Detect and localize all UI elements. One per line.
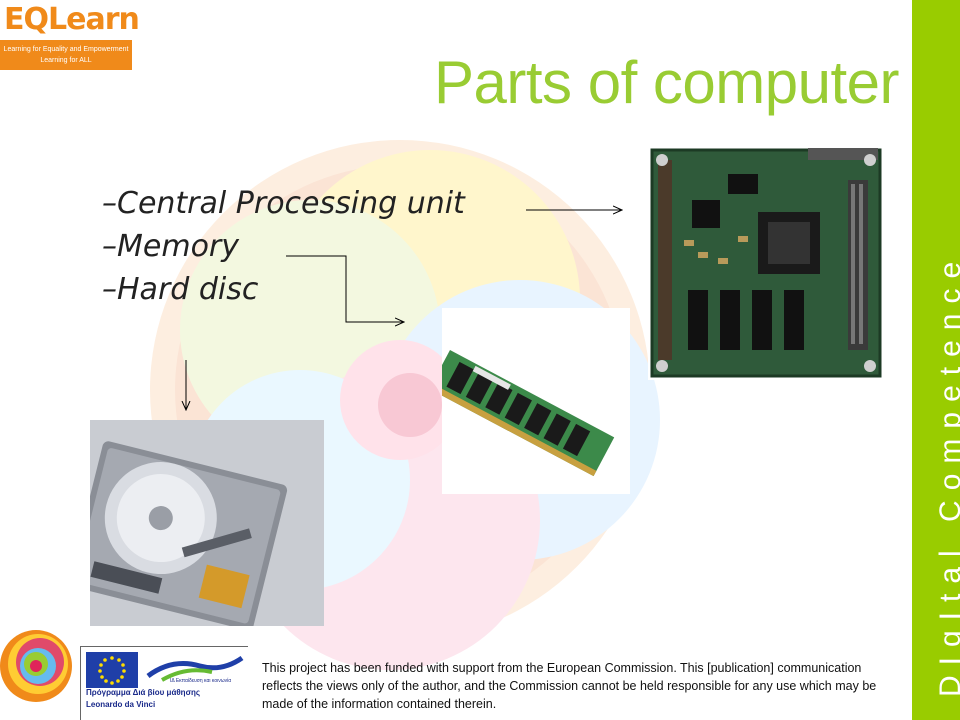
side-bar	[912, 0, 960, 720]
side-bar-label: DIgItal Competence	[934, 251, 960, 697]
footer-divider	[80, 646, 248, 647]
logo-tagline-line1: Learning for Equality and Empowerment	[3, 46, 129, 53]
leonardo-programme-logo-icon	[146, 655, 244, 682]
hard-disk-image	[90, 420, 324, 626]
footer-vertical-divider	[80, 646, 81, 720]
cpu-board-image	[648, 140, 884, 380]
eu-small-caption: ΙΔ Εκπαίδευση και κοινωνία	[170, 678, 232, 684]
eu-caption-line1: Πρόγραμμα Διά βίου μάθησης	[86, 688, 201, 697]
bullet-cpu: –Central Processing unit	[102, 186, 465, 221]
flower-logo	[0, 630, 72, 702]
funding-disclaimer: This project has been funded with suppor…	[262, 661, 877, 711]
memory-module-image	[442, 308, 630, 494]
eu-caption-line2: Leonardo da Vinci	[86, 700, 156, 709]
logo-tagline: Learning for Equality and Empowerment Le…	[0, 40, 132, 70]
logo-learn: Learn	[48, 2, 140, 37]
logo-eq: EQ	[4, 2, 49, 37]
bullet-hard-disc: –Hard disc	[102, 272, 259, 307]
slide-title: Parts of computer	[434, 49, 900, 116]
bullet-memory: –Memory	[102, 229, 240, 264]
eu-flag-icon	[86, 652, 138, 688]
logo-tagline-line2: Learning for ALL	[40, 57, 92, 64]
eqlearn-logo: EQLearn Learning for Equality and Empowe…	[0, 0, 140, 70]
bullet-list: –Central Processing unit –Memory –Hard d…	[102, 186, 465, 315]
logo-wordmark: EQLearn	[4, 2, 140, 37]
